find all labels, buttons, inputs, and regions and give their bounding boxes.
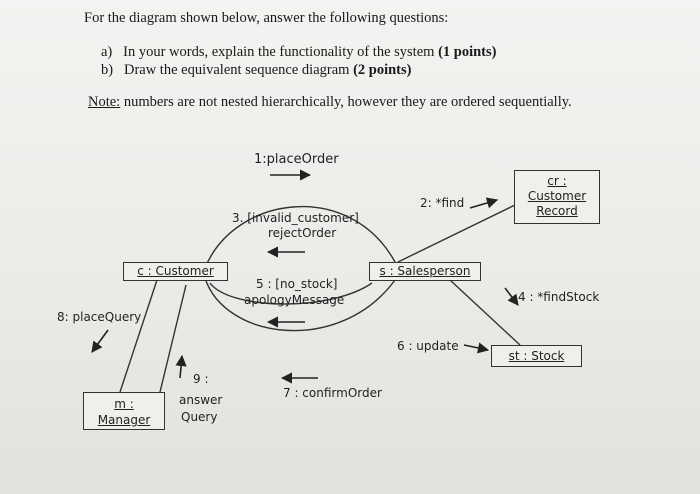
- message-9-line3: Query: [181, 410, 218, 424]
- note: Note: numbers are not nested hierarchica…: [88, 94, 572, 111]
- message-3-condition: 3. [invalid_customer]: [232, 211, 359, 225]
- object-customer: c : Customer: [123, 262, 228, 281]
- question-a-marker: a): [101, 44, 113, 60]
- message-6: 6 : update: [397, 339, 459, 353]
- question-title: For the diagram shown below, answer the …: [84, 10, 449, 26]
- arrow-find: [469, 197, 499, 209]
- object-customer-record-line2: Customer: [527, 189, 587, 203]
- object-salesperson-label: s : Salesperson: [379, 264, 471, 278]
- link-manager-customer: [159, 284, 187, 393]
- object-manager-line1: m :: [114, 397, 134, 411]
- arrow-find-stock: [504, 287, 519, 306]
- object-manager-line2: Manager: [97, 413, 151, 427]
- link-customer-salesperson: [204, 205, 396, 332]
- object-customer-record-line3: Record: [536, 204, 578, 218]
- link-customer-manager: [119, 279, 158, 393]
- object-stock-label: st : Stock: [508, 349, 565, 363]
- question-a-points: (1 points): [438, 44, 497, 60]
- note-label: Note:: [88, 94, 121, 110]
- link-salesperson-record: [397, 204, 516, 263]
- arrow-place-query: [91, 329, 109, 353]
- object-manager: m : Manager: [83, 392, 165, 430]
- question-a-text: In your words, explain the functionality…: [123, 44, 435, 60]
- question-b-marker: b): [101, 62, 114, 78]
- message-3-name: rejectOrder: [268, 226, 337, 240]
- arrow-answer-query: [175, 354, 187, 379]
- message-8: 8: placeQuery: [57, 310, 142, 324]
- note-text: numbers are not nested hierarchically, h…: [123, 94, 572, 110]
- object-customer-record-line1: cr :: [547, 174, 567, 188]
- message-4: 4 : *findStock: [518, 290, 600, 304]
- question-b: b) Draw the equivalent sequence diagram …: [101, 62, 411, 79]
- message-5-condition: 5 : [no_stock]: [256, 277, 338, 291]
- object-customer-record: cr : Customer Record: [514, 170, 600, 224]
- object-customer-label: c : Customer: [137, 264, 214, 278]
- message-2: 2: *find: [420, 196, 465, 210]
- object-stock: st : Stock: [491, 345, 582, 367]
- message-9-number: 9 :: [193, 372, 209, 386]
- message-9-line2: answer: [179, 393, 223, 407]
- object-salesperson: s : Salesperson: [369, 262, 481, 281]
- message-7: 7 : confirmOrder: [283, 386, 382, 400]
- link-salesperson-stock: [449, 279, 521, 346]
- arrow-update: [463, 342, 490, 354]
- message-1: 1:placeOrder: [254, 152, 339, 167]
- message-5-name: apologyMessage: [244, 293, 345, 307]
- question-b-text: Draw the equivalent sequence diagram: [123, 62, 350, 78]
- question-b-points: (2 points): [353, 62, 412, 78]
- question-a: a) In your words, explain the functional…: [101, 44, 496, 61]
